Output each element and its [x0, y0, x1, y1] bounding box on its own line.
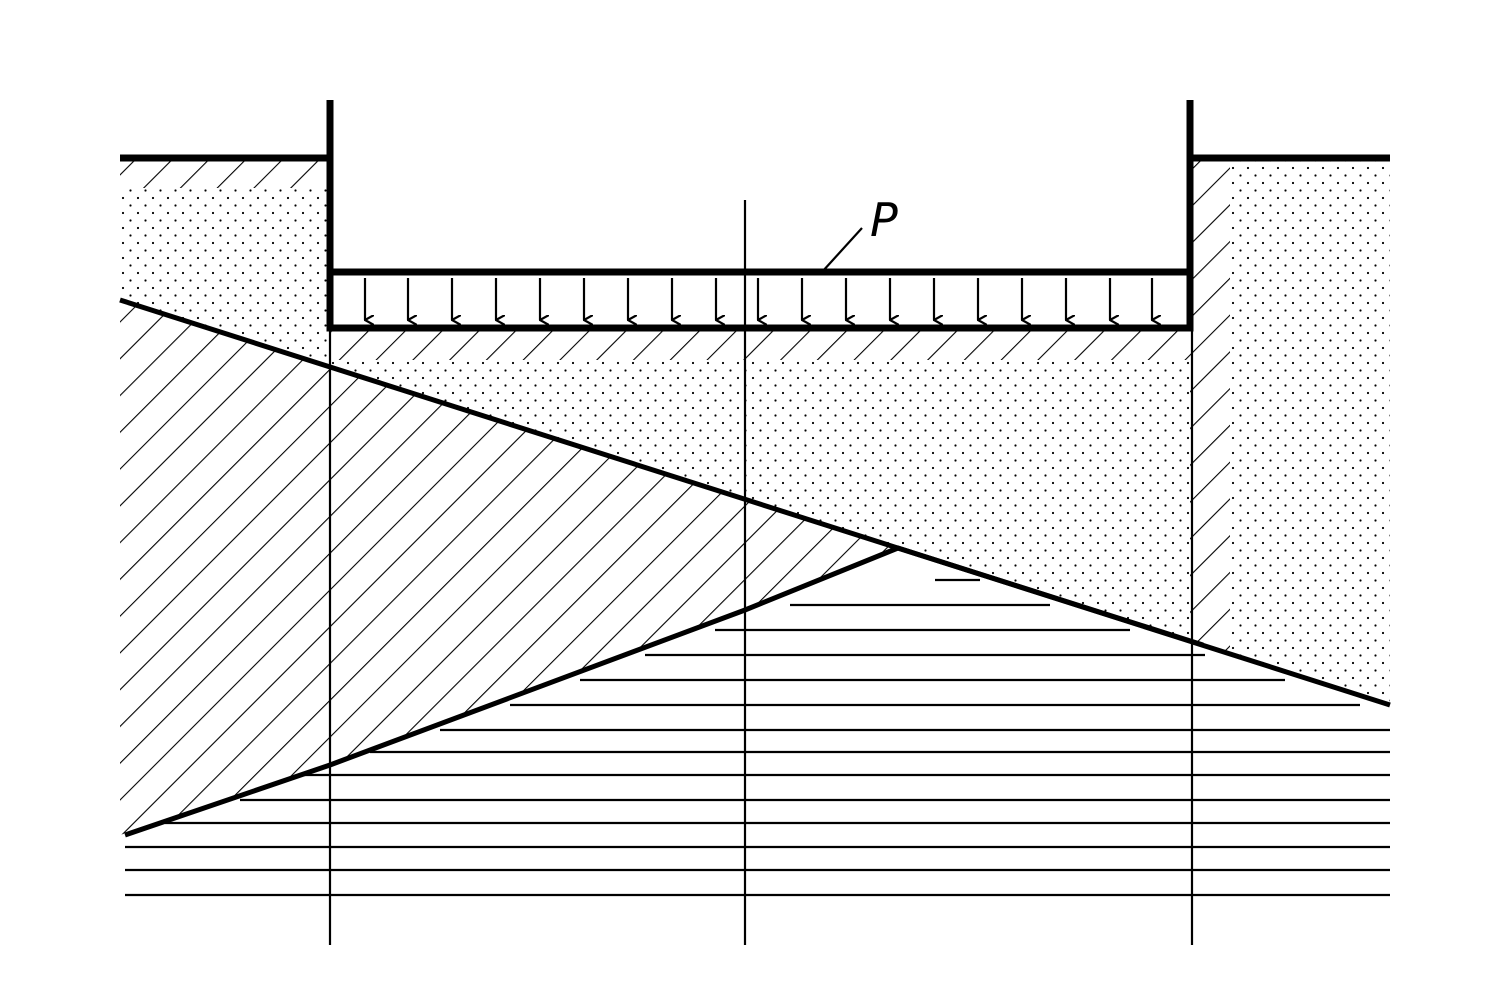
- load-leader-line: [821, 227, 863, 273]
- middle-soil-layer: [120, 300, 1390, 835]
- section-lines: [328, 200, 1194, 945]
- load-label: P: [870, 193, 898, 247]
- distributed-load-arrows: [363, 278, 1152, 320]
- load-callout: P: [821, 193, 898, 273]
- lower-soil-layer: [125, 578, 1390, 897]
- foundation-slab: [326, 268, 1194, 332]
